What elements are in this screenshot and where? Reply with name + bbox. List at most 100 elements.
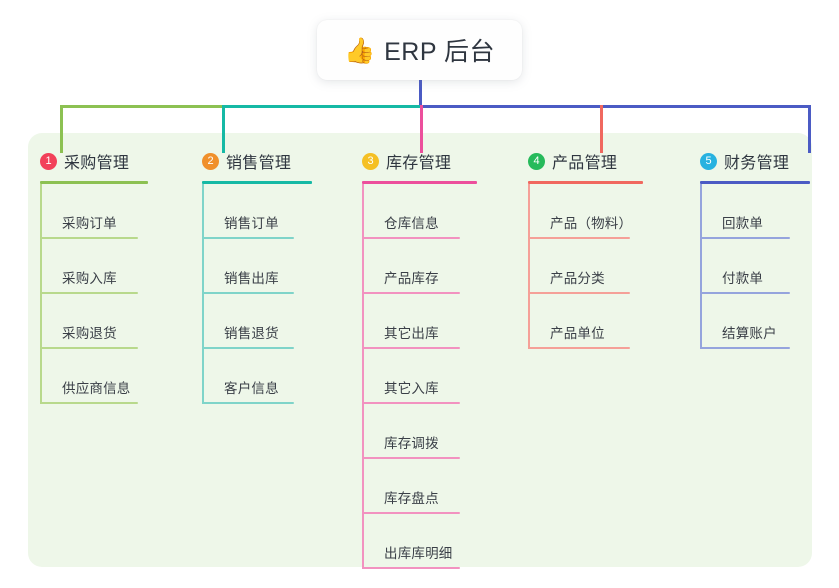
column-header-underline — [362, 181, 477, 184]
column-header-2[interactable]: 2 销售管理 — [202, 148, 312, 174]
menu-item[interactable]: 销售订单 — [202, 184, 312, 239]
menu-item[interactable]: 仓库信息 — [362, 184, 477, 239]
menu-item-label: 销售出库 — [224, 271, 279, 286]
menu-item-label: 采购退货 — [62, 326, 117, 341]
menu-item-underline — [362, 512, 460, 514]
menu-item-underline — [362, 292, 460, 294]
column-number-badge: 2 — [202, 152, 219, 170]
menu-item[interactable]: 回款单 — [700, 184, 810, 239]
column-title: 销售管理 — [226, 155, 292, 172]
connector-drop-column-4 — [600, 105, 603, 153]
root-node-title: ERP 后台 — [384, 38, 496, 66]
menu-item-label: 采购订单 — [62, 216, 117, 231]
menu-item[interactable]: 客户信息 — [202, 349, 312, 404]
column-header-5[interactable]: 5 财务管理 — [700, 148, 810, 174]
menu-item-underline — [700, 237, 790, 239]
menu-item-underline — [362, 402, 460, 404]
menu-item[interactable]: 采购入库 — [40, 239, 148, 294]
menu-item-label: 产品（物料） — [550, 216, 633, 231]
menu-item-underline — [202, 402, 294, 404]
menu-item[interactable]: 产品库存 — [362, 239, 477, 294]
menu-item[interactable]: 其它入库 — [362, 349, 477, 404]
connector-drop-column-1 — [60, 105, 63, 153]
menu-item-label: 供应商信息 — [62, 381, 131, 396]
menu-item-underline — [528, 237, 630, 239]
root-connector-stem — [419, 78, 422, 107]
column-items: 产品（物料） 产品分类产品单位 — [528, 184, 643, 349]
connector-bus-teal — [222, 105, 420, 108]
menu-item-label: 产品分类 — [550, 271, 605, 286]
column-spine — [700, 184, 702, 349]
menu-item-underline — [362, 237, 460, 239]
menu-item[interactable]: 库存盘点 — [362, 459, 477, 514]
menu-item-underline — [528, 347, 630, 349]
menu-item-underline — [528, 292, 630, 294]
menu-item-underline — [202, 292, 294, 294]
menu-item-label: 出库库明细 — [384, 546, 453, 561]
column-number-badge: 4 — [528, 152, 545, 170]
column-header-underline — [40, 181, 148, 184]
column-header-underline — [700, 181, 810, 184]
connector-bus-blue — [420, 105, 810, 108]
column-items: 销售订单销售出库销售退货客户信息 — [202, 184, 312, 404]
connector-drop-column-3 — [420, 105, 423, 153]
menu-item[interactable]: 销售退货 — [202, 294, 312, 349]
column-销售管理: 2 销售管理销售订单销售出库销售退货客户信息 — [202, 148, 312, 404]
menu-item[interactable]: 结算账户 — [700, 294, 810, 349]
column-title: 产品管理 — [552, 155, 618, 172]
menu-item-label: 销售退货 — [224, 326, 279, 341]
menu-item-label: 回款单 — [722, 216, 764, 231]
menu-item-underline — [40, 347, 138, 349]
menu-item-label: 其它出库 — [384, 326, 439, 341]
column-spine — [528, 184, 530, 349]
connector-drop-column-2 — [222, 105, 225, 153]
menu-item-underline — [362, 347, 460, 349]
menu-item[interactable]: 供应商信息 — [40, 349, 148, 404]
menu-item-label: 产品单位 — [550, 326, 605, 341]
menu-item-label: 其它入库 — [384, 381, 439, 396]
column-产品管理: 4 产品管理产品（物料） 产品分类产品单位 — [528, 148, 643, 349]
connector-drop-column-5 — [808, 105, 811, 153]
menu-item-label: 付款单 — [722, 271, 764, 286]
menu-item-underline — [40, 292, 138, 294]
column-header-4[interactable]: 4 产品管理 — [528, 148, 643, 174]
column-header-underline — [528, 181, 643, 184]
thumbs-up-emoji: 👍 — [343, 35, 376, 65]
menu-item[interactable]: 采购退货 — [40, 294, 148, 349]
menu-item-label: 产品库存 — [384, 271, 439, 286]
column-items: 回款单付款单结算账户 — [700, 184, 810, 349]
column-财务管理: 5 财务管理回款单付款单结算账户 — [700, 148, 810, 349]
menu-item[interactable]: 产品分类 — [528, 239, 643, 294]
column-number-badge: 5 — [700, 152, 717, 170]
menu-item-label: 客户信息 — [224, 381, 279, 396]
menu-item[interactable]: 销售出库 — [202, 239, 312, 294]
menu-item-label: 库存盘点 — [384, 491, 439, 506]
column-title: 财务管理 — [724, 155, 790, 172]
column-header-underline — [202, 181, 312, 184]
menu-item[interactable]: 产品单位 — [528, 294, 643, 349]
menu-item-underline — [202, 347, 294, 349]
menu-item-underline — [202, 237, 294, 239]
connector-bus-green — [60, 105, 222, 108]
menu-item-label: 仓库信息 — [384, 216, 439, 231]
menu-item-underline — [700, 292, 790, 294]
root-node-card[interactable]: 👍 ERP 后台 — [317, 20, 522, 80]
menu-item[interactable]: 采购订单 — [40, 184, 148, 239]
menu-item[interactable]: 出库库明细 — [362, 514, 477, 569]
menu-item[interactable]: 库存调拨 — [362, 404, 477, 459]
column-spine — [362, 184, 364, 569]
menu-item-underline — [700, 347, 790, 349]
column-number-badge: 3 — [362, 152, 379, 170]
menu-item-label: 销售订单 — [224, 216, 279, 231]
menu-item[interactable]: 产品（物料） — [528, 184, 643, 239]
menu-item[interactable]: 付款单 — [700, 239, 810, 294]
menu-item-label: 采购入库 — [62, 271, 117, 286]
column-title: 采购管理 — [64, 155, 130, 172]
menu-item[interactable]: 其它出库 — [362, 294, 477, 349]
column-items: 采购订单采购入库采购退货供应商信息 — [40, 184, 148, 404]
